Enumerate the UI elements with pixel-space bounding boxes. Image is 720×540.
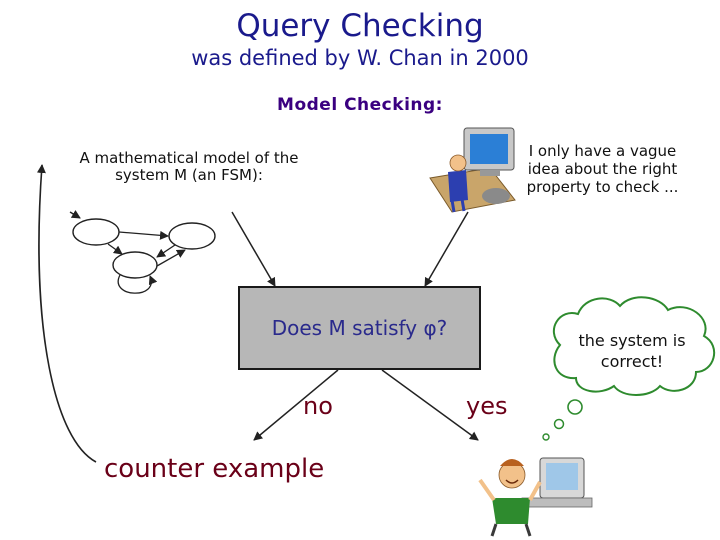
vague-idea-note: I only have a vague idea about the right… — [515, 142, 690, 196]
fsm-state-1 — [73, 219, 119, 245]
arrow-model-to-query — [232, 212, 275, 286]
section-heading: Model Checking: — [0, 95, 720, 115]
no-label: no — [303, 392, 333, 420]
page-title: Query Checking — [0, 8, 720, 44]
happy-programmer-icon — [480, 458, 592, 536]
thought-bubble-medium — [555, 420, 564, 429]
arrow-yes — [382, 370, 478, 440]
fsm-transition-1-2 — [119, 232, 168, 236]
thought-text: the system is correct! — [548, 330, 716, 372]
fsm-transition-1-3 — [108, 244, 122, 254]
thought-bubble-large — [568, 400, 582, 414]
thought-bubble-small — [543, 434, 549, 440]
fsm-transition-3-2 — [157, 250, 185, 266]
model-description: A mathematical model of the system M (an… — [58, 150, 320, 184]
fsm-state-2 — [169, 223, 215, 249]
yes-label: yes — [466, 392, 507, 420]
counter-example-label: counter example — [104, 454, 324, 484]
computer-user-icon — [430, 128, 515, 212]
fsm-state-3 — [113, 252, 157, 278]
page-subtitle: was defined by W. Chan in 2000 — [0, 46, 720, 70]
query-text: Does M satisfy φ? — [272, 316, 448, 340]
feedback-arrow — [39, 165, 96, 462]
fsm-diagram — [70, 212, 215, 293]
query-box: Does M satisfy φ? — [238, 286, 481, 370]
fsm-transition-2-3 — [157, 245, 175, 257]
fsm-entry-arrow — [70, 212, 80, 218]
arrow-user-to-query — [425, 212, 468, 286]
